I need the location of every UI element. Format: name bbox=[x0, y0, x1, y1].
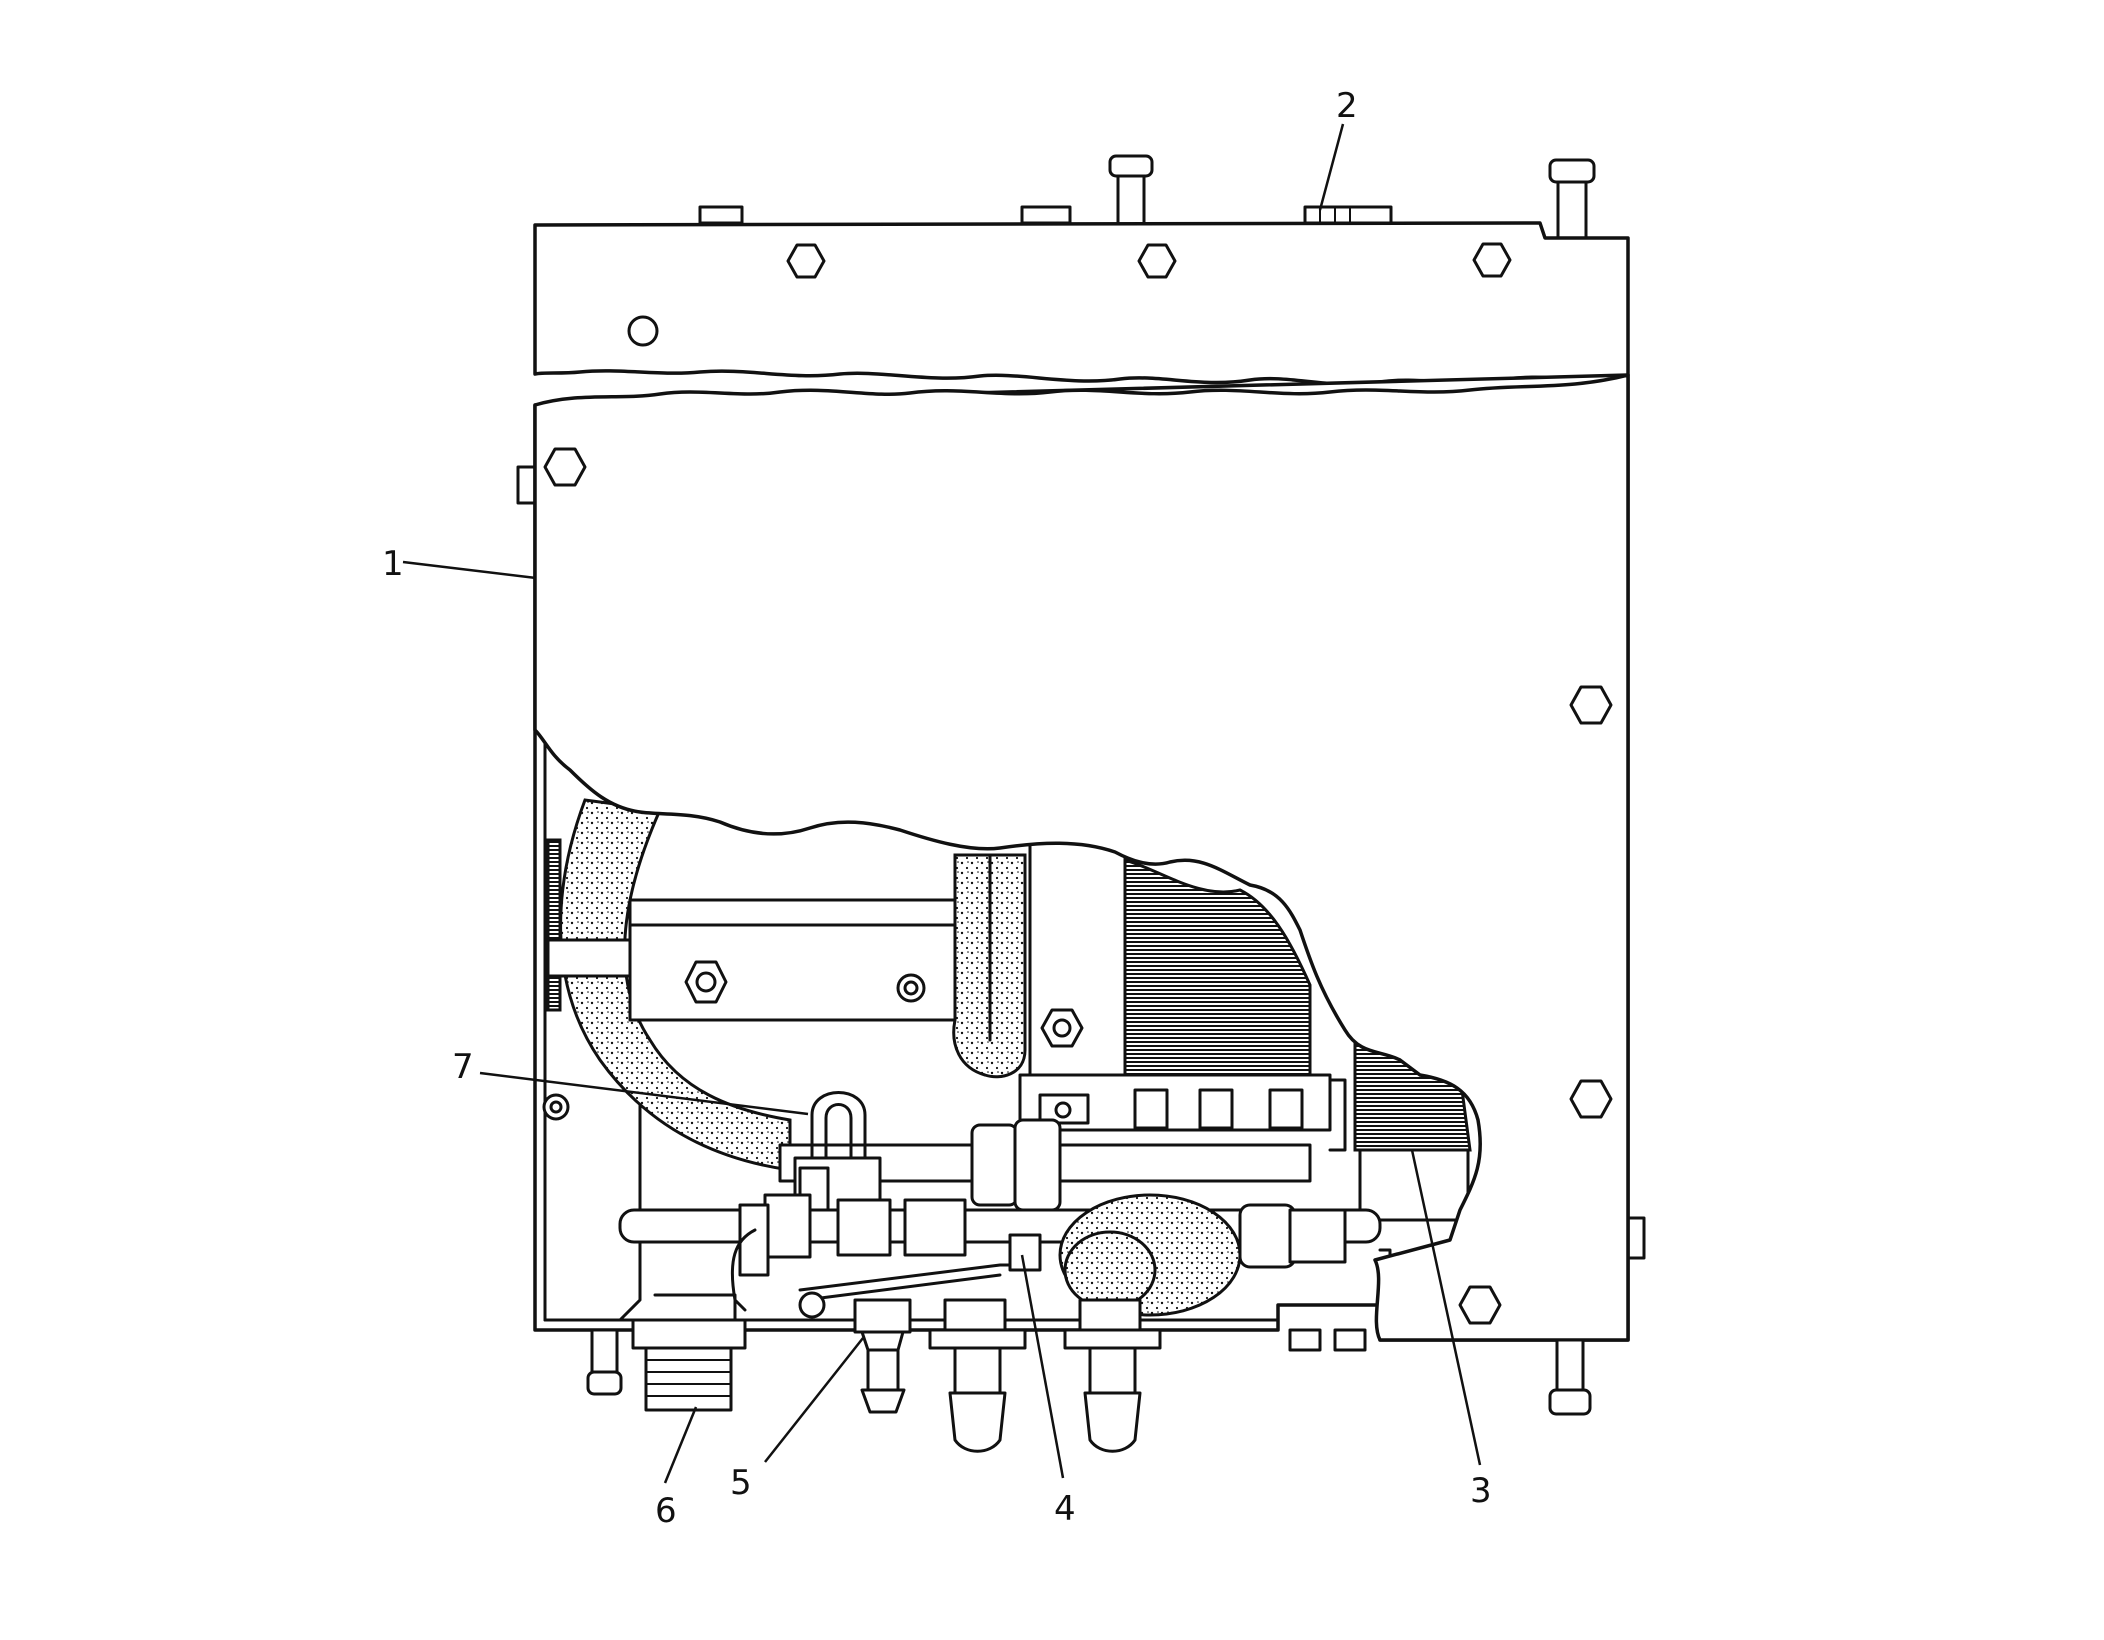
callout-6: 6 bbox=[655, 1491, 677, 1531]
flared-fitting-center bbox=[928, 1298, 1027, 1453]
heat-exchanger-fins bbox=[1123, 858, 1312, 1092]
top-panel-outline bbox=[533, 221, 1630, 386]
callout-leaders bbox=[402, 123, 1482, 1484]
callout-2: 2 bbox=[1336, 86, 1358, 126]
callout-5: 5 bbox=[730, 1463, 752, 1503]
top-nipple-right bbox=[1548, 158, 1596, 240]
bottom-fittings bbox=[586, 1298, 1592, 1453]
u-bolt bbox=[810, 1091, 867, 1162]
internal-components bbox=[543, 733, 1472, 1322]
large-drain-fitting bbox=[631, 1318, 747, 1412]
flared-fitting-right bbox=[1063, 1298, 1162, 1453]
top-nipple-left bbox=[1108, 154, 1154, 226]
front-cover-panel bbox=[533, 373, 1630, 1342]
drain-nipple-right bbox=[1548, 1338, 1592, 1416]
top-bolt-fittings bbox=[698, 205, 1393, 225]
callout-labels: 1 2 3 4 5 6 7 bbox=[382, 86, 1492, 1531]
callout-7: 7 bbox=[452, 1047, 474, 1087]
top-panel-hole bbox=[627, 315, 659, 347]
flared-fitting-5 bbox=[853, 1298, 912, 1414]
drain-nipple-left bbox=[586, 1328, 623, 1396]
callout-4: 4 bbox=[1054, 1489, 1076, 1529]
main-housing bbox=[516, 373, 1646, 1342]
hose-clamp bbox=[546, 938, 632, 978]
front-panel-hex-bolts bbox=[543, 447, 1613, 1325]
callout-3: 3 bbox=[1470, 1471, 1492, 1511]
top-panel-hex-bolts bbox=[786, 242, 1512, 279]
top-cover-panel bbox=[533, 154, 1630, 386]
callout-1: 1 bbox=[382, 544, 404, 584]
